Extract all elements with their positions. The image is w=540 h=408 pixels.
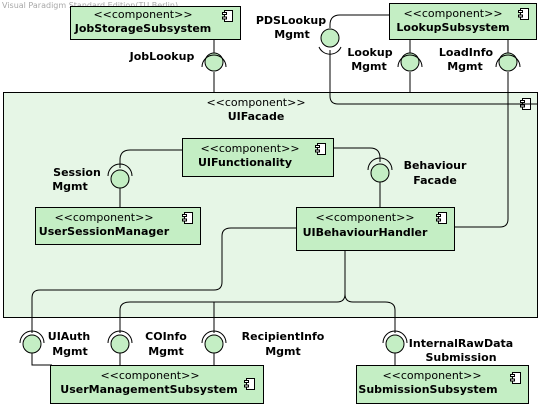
loadinfo-mgmt-label-line1: LoadInfo xyxy=(439,46,494,59)
uiauth-mgmt-interface[interactable] xyxy=(19,330,45,354)
uiauth-label-line1: UIAuth xyxy=(48,330,90,343)
lookup-subsystem-component[interactable]: <<component>> LookupSubsystem xyxy=(389,3,537,40)
session-mgmt-label-line1: Session xyxy=(53,166,101,179)
required-interface-socket-icon xyxy=(107,330,133,344)
required-interface-socket-icon xyxy=(201,330,227,344)
uifacade-stereotype: <<component>> xyxy=(206,96,305,109)
ui-behaviour-handler-stereotype: <<component>> xyxy=(315,211,414,224)
coinfo-mgmt-interface[interactable] xyxy=(107,330,133,354)
required-interface-socket-icon xyxy=(495,54,521,68)
pds-lookup-mgmt-interface[interactable] xyxy=(318,28,342,55)
required-interface-socket-icon xyxy=(318,46,342,55)
watermark: Visual Paradigm Standard Edition(TU Berl… xyxy=(2,1,179,10)
lookup-mgmt-interface[interactable] xyxy=(397,52,423,72)
provided-interface-lollipop-icon xyxy=(385,334,405,354)
provided-interface-lollipop-icon xyxy=(110,334,130,354)
user-session-manager-component[interactable]: <<component>> UserSessionManager xyxy=(35,207,201,245)
coinfo-label-line1: COInfo xyxy=(145,330,187,343)
component-icon xyxy=(436,212,447,224)
session-mgmt-label-line2: Mgmt xyxy=(52,180,88,193)
component-icon xyxy=(510,372,521,384)
submission-subsystem-component[interactable]: <<component>> SubmissionSubsystem xyxy=(356,365,529,404)
ui-functionality-component[interactable]: <<component>> UIFunctionality xyxy=(182,138,334,177)
internal-raw-data-label-line1: InternalRawData xyxy=(409,337,513,350)
internal-raw-data-submission-interface[interactable] xyxy=(382,330,408,354)
recipientinfo-label-line1: RecipientInfo xyxy=(242,330,325,343)
lookup-stereotype: <<component>> xyxy=(403,7,502,20)
provided-interface-lollipop-icon xyxy=(320,28,340,48)
user-management-name: UserManagementSubsystem xyxy=(60,383,237,396)
submission-name: SubmissionSubsystem xyxy=(358,383,497,396)
provided-interface-lollipop-icon xyxy=(370,163,390,183)
job-lookup-interface[interactable] xyxy=(201,52,227,72)
uifacade-component[interactable]: <<component>> UIFacade xyxy=(3,92,538,318)
user-session-manager-name: UserSessionManager xyxy=(39,225,170,238)
behaviour-facade-interface[interactable] xyxy=(367,157,393,183)
ui-functionality-stereotype: <<component>> xyxy=(200,142,299,155)
job-storage-subsystem-component[interactable]: <<component>> JobStorageSubsystem xyxy=(70,6,241,40)
component-icon xyxy=(518,8,529,20)
job-lookup-label: JobLookup xyxy=(129,50,195,63)
provided-interface-lollipop-icon xyxy=(400,52,420,72)
coinfo-label-line2: Mgmt xyxy=(148,345,184,358)
required-interface-socket-icon xyxy=(201,54,227,68)
loadinfo-mgmt-label-line2: Mgmt xyxy=(447,60,483,73)
pds-lookup-label-line1: PDSLookup xyxy=(256,14,326,27)
uiauth-label-line2: Mgmt xyxy=(52,345,88,358)
ui-behaviour-handler-name: UIBehaviourHandler xyxy=(303,226,428,239)
submission-stereotype: <<component>> xyxy=(382,369,481,382)
lookup-mgmt-label-line2: Mgmt xyxy=(351,60,387,73)
provided-interface-lollipop-icon xyxy=(204,334,224,354)
behaviour-facade-label-line1: Behaviour xyxy=(404,159,467,172)
component-icon xyxy=(182,212,193,224)
ui-functionality-name: UIFunctionality xyxy=(198,156,292,169)
user-management-stereotype: <<component>> xyxy=(100,369,199,382)
ui-behaviour-handler-component[interactable]: <<component>> UIBehaviourHandler xyxy=(296,207,455,251)
user-session-manager-stereotype: <<component>> xyxy=(54,211,153,224)
required-interface-socket-icon xyxy=(367,157,393,171)
session-mgmt-interface[interactable] xyxy=(107,163,133,189)
provided-interface-lollipop-icon xyxy=(204,52,224,72)
required-interface-socket-icon xyxy=(382,330,408,344)
provided-interface-lollipop-icon xyxy=(22,334,42,354)
behaviour-facade-label-line2: Facade xyxy=(413,174,457,187)
required-interface-socket-icon xyxy=(19,330,45,344)
provided-interface-lollipop-icon xyxy=(110,169,130,189)
provided-interface-lollipop-icon xyxy=(498,52,518,72)
recipientinfo-mgmt-interface[interactable] xyxy=(201,330,227,354)
component-icon xyxy=(222,10,233,22)
loadinfo-mgmt-interface[interactable] xyxy=(495,52,521,72)
user-management-subsystem-component[interactable]: <<component>> UserManagementSubsystem xyxy=(50,365,264,404)
component-icon xyxy=(315,143,326,155)
lookup-name: LookupSubsystem xyxy=(396,21,509,34)
recipientinfo-label-line2: Mgmt xyxy=(265,345,301,358)
required-interface-socket-icon xyxy=(107,163,133,177)
job-storage-stereotype: <<component>> xyxy=(93,8,192,21)
required-interface-socket-icon xyxy=(397,54,423,68)
internal-raw-data-label-line2: Submission xyxy=(425,351,496,364)
job-storage-name: JobStorageSubsystem xyxy=(74,22,212,35)
pds-lookup-label-line2: Mgmt xyxy=(274,28,310,41)
component-icon xyxy=(244,378,255,390)
lookup-mgmt-label-line1: Lookup xyxy=(347,46,392,59)
uifacade-name: UIFacade xyxy=(228,110,285,123)
